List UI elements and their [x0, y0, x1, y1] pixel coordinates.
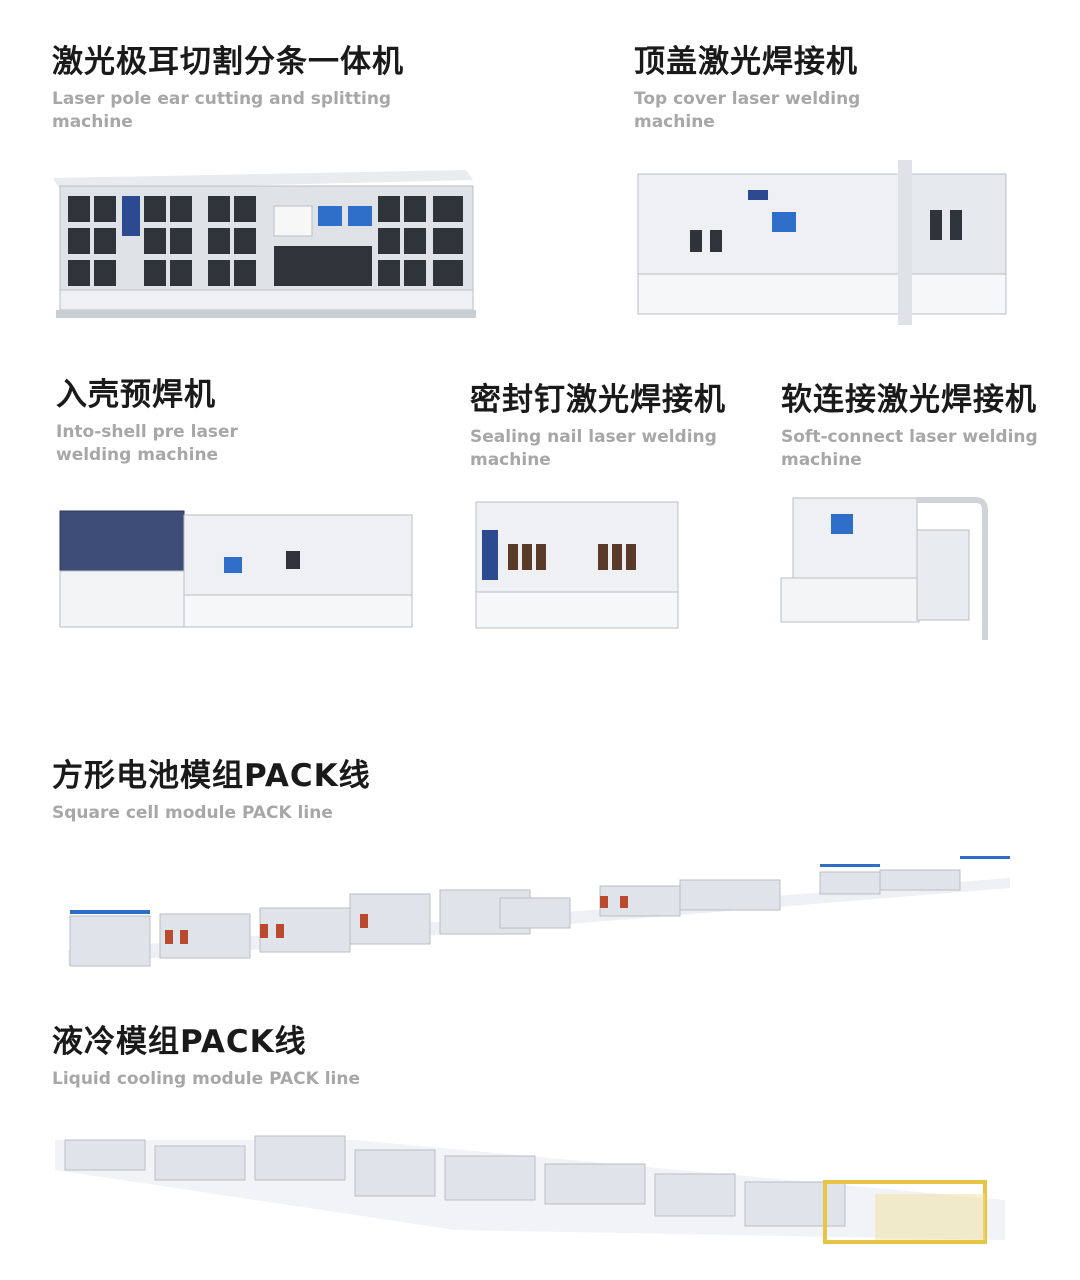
- product-title-zh: 密封钉激光焊接机: [470, 382, 726, 418]
- product-title-en: Liquid cooling module PACK line: [52, 1069, 360, 1089]
- product-sealing-nail-welding: 密封钉激光焊接机 Sealing nail laser welding mach…: [470, 382, 726, 472]
- product-into-shell-pre-welding: 入壳预焊机 Into-shell pre laser welding machi…: [56, 377, 238, 467]
- top-cover-welding-machine-image: [630, 160, 1020, 335]
- product-title-en: Laser pole ear cutting and splitting mac…: [52, 89, 392, 132]
- product-title-zh: 顶盖激光焊接机: [634, 44, 858, 80]
- product-title-zh: 液冷模组PACK线: [52, 1024, 307, 1060]
- liquid-cooling-pack-line-image: [55, 1130, 1005, 1260]
- product-liquid-cooling-pack-line: 液冷模组PACK线 Liquid cooling module PACK lin…: [52, 1024, 360, 1091]
- product-title-en: Sealing nail laser welding machine: [470, 427, 717, 470]
- laser-cutting-machine-image: [48, 150, 488, 380]
- product-title-zh: 方形电池模组PACK线: [52, 758, 371, 794]
- product-soft-connect-welding: 软连接激光焊接机 Soft-connect laser welding mach…: [781, 382, 1038, 472]
- soft-connect-welding-machine-image: [775, 490, 995, 640]
- product-title-zh: 激光极耳切割分条一体机: [52, 44, 404, 80]
- into-shell-pre-welding-machine-image: [56, 495, 416, 640]
- sealing-nail-welding-machine-image: [470, 492, 685, 642]
- product-title-zh: 软连接激光焊接机: [781, 382, 1037, 418]
- product-title-en: Soft-connect laser welding machine: [781, 427, 1038, 470]
- product-title-en: Into-shell pre laser welding machine: [56, 422, 238, 465]
- product-laser-pole-ear-cutting: 激光极耳切割分条一体机 Laser pole ear cutting and s…: [52, 44, 404, 134]
- square-cell-pack-line-image: [60, 850, 1020, 990]
- product-title-zh: 入壳预焊机: [56, 377, 216, 413]
- product-title-en: Top cover laser welding machine: [634, 89, 861, 132]
- product-square-cell-pack-line: 方形电池模组PACK线 Square cell module PACK line: [52, 758, 371, 825]
- product-top-cover-welding: 顶盖激光焊接机 Top cover laser welding machine: [634, 44, 860, 134]
- product-title-en: Square cell module PACK line: [52, 803, 333, 823]
